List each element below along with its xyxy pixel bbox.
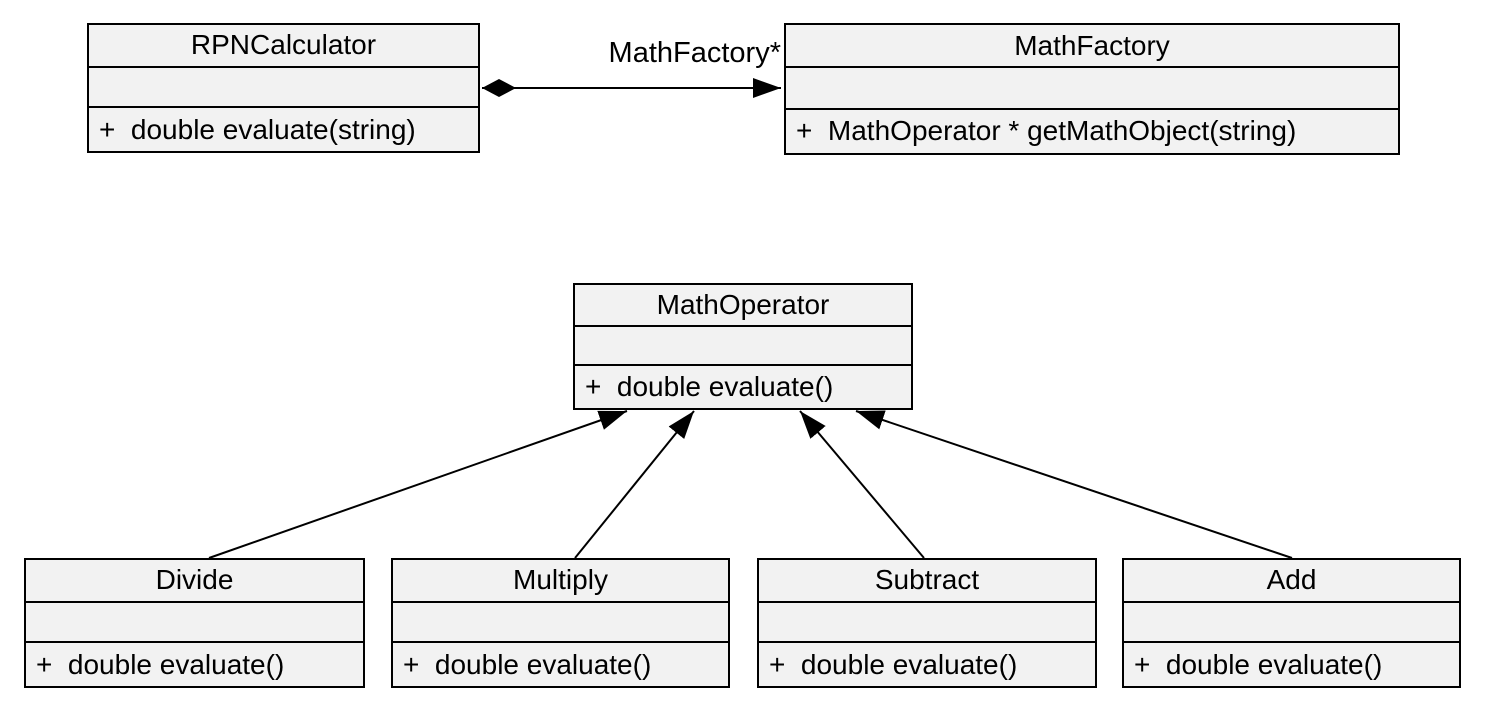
class-name-mathfactory: MathFactory [786,25,1398,69]
class-box-mathfactory: MathFactory + MathOperator * getMathObje… [784,23,1400,155]
methods-compartment-add: + double evaluate() [1134,648,1383,680]
class-name-subtract: Subtract [759,560,1095,603]
class-name-mathoperator: MathOperator [575,285,911,327]
class-box-add: Add + double evaluate() [1122,558,1461,688]
generalization-add [855,410,1293,559]
methods-compartment-mathfactory: + MathOperator * getMathObject(string) [796,115,1297,147]
attributes-compartment-rpncalculator [89,68,478,109]
class-box-rpncalculator: RPNCalculator + double evaluate(string) [87,23,480,153]
class-box-mathoperator: MathOperator + double evaluate() [573,283,913,410]
class-name-rpncalculator: RPNCalculator [89,25,478,68]
methods-compartment-divide: + double evaluate() [36,648,285,680]
attributes-compartment-add [1124,603,1459,644]
methods-compartment-rpncalculator: + double evaluate(string) [99,113,416,145]
class-name-add: Add [1124,560,1459,603]
class-name-divide: Divide [26,560,363,603]
methods-compartment-subtract: + double evaluate() [769,648,1018,680]
class-name-multiply: Multiply [393,560,728,603]
class-box-divide: Divide + double evaluate() [24,558,365,688]
class-box-subtract: Subtract + double evaluate() [757,558,1097,688]
methods-compartment-multiply: + double evaluate() [403,648,652,680]
generalization-multiply [574,410,695,559]
generalization-subtract [799,410,925,559]
class-box-multiply: Multiply + double evaluate() [391,558,730,688]
attributes-compartment-mathfactory [786,68,1398,110]
attributes-compartment-multiply [393,603,728,644]
methods-compartment-mathoperator: + double evaluate() [585,371,834,403]
attributes-compartment-subtract [759,603,1095,644]
attributes-compartment-divide [26,603,363,644]
attributes-compartment-mathoperator [575,327,911,367]
generalization-divide [208,410,628,559]
composition-label: MathFactory* [608,37,781,69]
